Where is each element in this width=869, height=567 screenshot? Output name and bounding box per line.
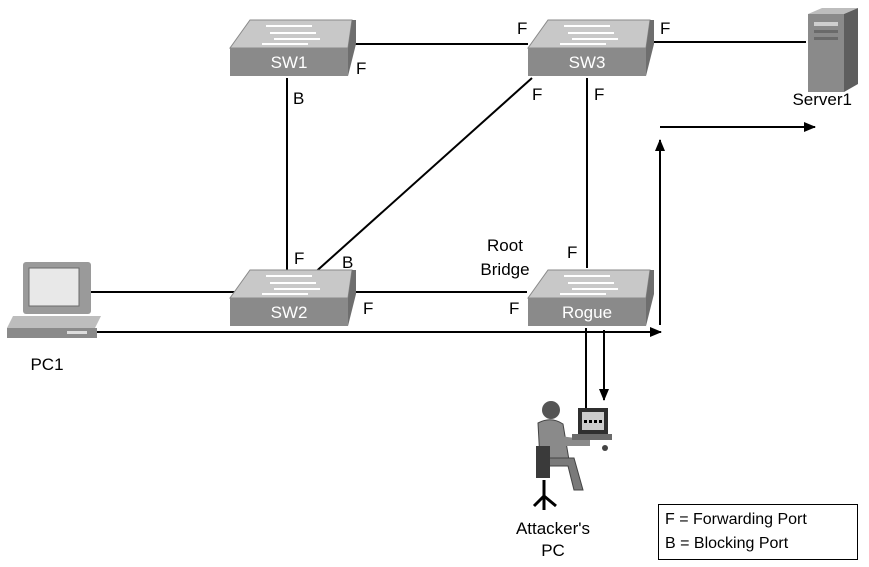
port-sw3-down: F — [594, 85, 604, 104]
port-sw3-right: F — [660, 19, 670, 38]
attacker-label-line2: PC — [541, 541, 565, 560]
pc1-label: PC1 — [30, 355, 63, 374]
root-bridge-label-line1: Root — [487, 236, 523, 255]
links — [90, 42, 806, 412]
switch-label-rogue: Rogue — [562, 303, 612, 322]
port-rogue-up: F — [567, 243, 577, 262]
server-icon — [808, 8, 858, 92]
switch-sw1: SW1 — [230, 20, 356, 76]
switch-rogue: Rogue — [528, 270, 654, 326]
legend-blocking: B = Blocking Port — [665, 535, 788, 553]
port-sw2-right: F — [363, 299, 373, 318]
attacker-icon — [534, 401, 612, 510]
port-sw3-left: F — [517, 19, 527, 38]
legend-forwarding: F = Forwarding Port — [665, 511, 807, 529]
root-bridge-label-line2: Bridge — [480, 260, 529, 279]
switch-sw2: SW2 — [230, 270, 356, 326]
legend: F = Forwarding Port B = Blocking Port — [658, 504, 858, 560]
port-sw3-diag: F — [532, 85, 542, 104]
switch-sw3: SW3 — [528, 20, 654, 76]
port-rogue-left: F — [509, 299, 519, 318]
port-sw2-up: F — [294, 249, 304, 268]
traffic-path — [90, 127, 815, 400]
pc-icon — [7, 262, 101, 338]
switch-label-sw3: SW3 — [569, 53, 606, 72]
port-sw2-diag: B — [342, 253, 353, 272]
server-label: Server1 — [792, 90, 852, 109]
attacker-label-line1: Attacker's — [516, 519, 590, 538]
port-sw1-right: F — [356, 59, 366, 78]
port-sw1-down: B — [293, 89, 304, 108]
switch-label-sw2: SW2 — [271, 303, 308, 322]
switch-label-sw1: SW1 — [271, 53, 308, 72]
